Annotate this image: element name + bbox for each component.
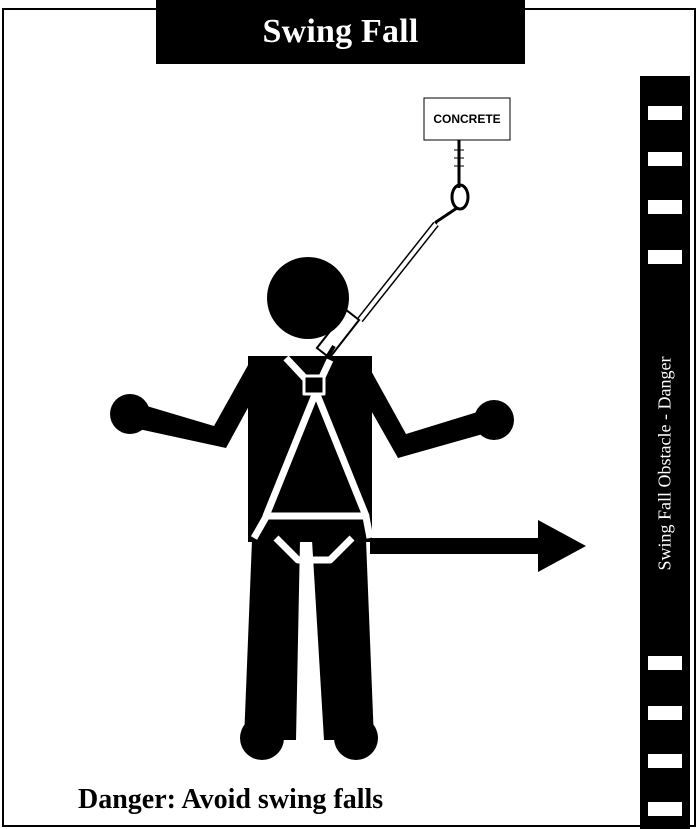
concrete-anchor: CONCRETE — [424, 98, 510, 209]
carabiner-icon — [452, 185, 468, 209]
worker-head — [267, 257, 349, 339]
left-hand — [110, 394, 150, 434]
wall-slot — [648, 200, 682, 214]
right-foot — [334, 716, 378, 760]
left-leg — [244, 540, 300, 740]
wall-slot — [648, 706, 682, 720]
worker-figure — [110, 257, 514, 760]
right-leg — [312, 540, 374, 740]
right-hand — [474, 400, 514, 440]
wall-slot — [648, 754, 682, 768]
wall-slot — [648, 152, 682, 166]
obstacle-wall: Swing Fall Obstacle - Danger — [640, 76, 690, 829]
wall-slot — [648, 802, 682, 816]
obstacle-label: Swing Fall Obstacle - Danger — [655, 356, 676, 570]
left-foot — [240, 716, 284, 760]
arrow-right-icon — [370, 520, 586, 572]
obstacle-label-box: Swing Fall Obstacle - Danger — [640, 296, 690, 630]
wall-slot — [648, 250, 682, 264]
concrete-label: CONCRETE — [433, 112, 500, 126]
wall-slot — [648, 656, 682, 670]
wall-slot — [648, 106, 682, 120]
d-ring-icon — [304, 376, 324, 394]
danger-caption: Danger: Avoid swing falls — [78, 784, 383, 816]
